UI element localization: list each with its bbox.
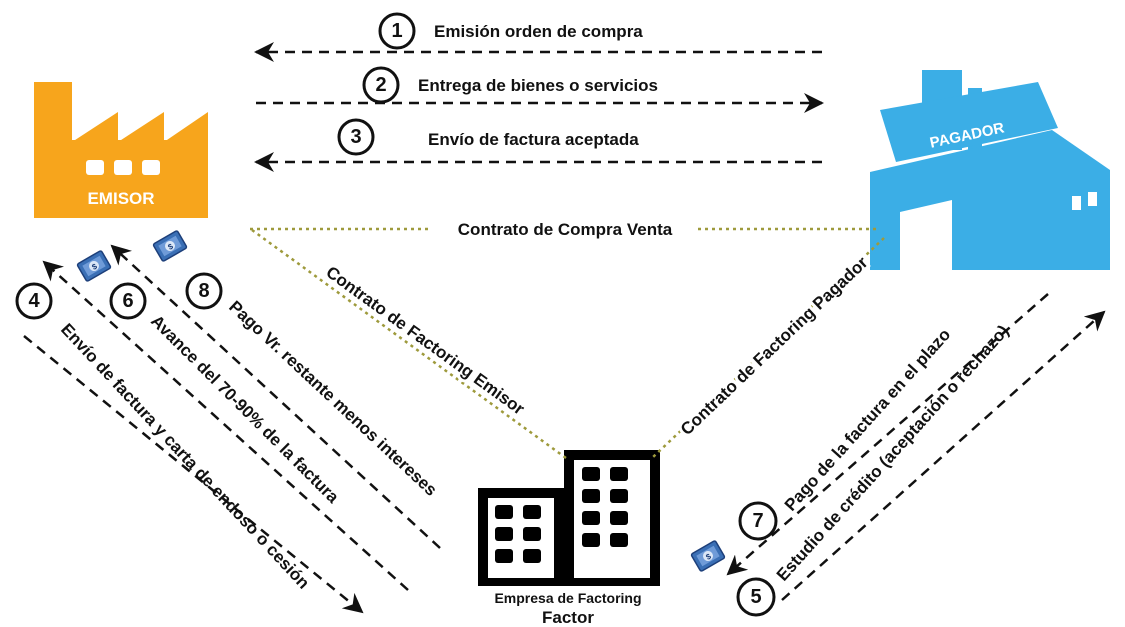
factor-company-label: Empresa de Factoring bbox=[494, 590, 641, 606]
step-8-badge: 8 bbox=[185, 272, 223, 310]
step-5-badge: 5 bbox=[736, 577, 776, 617]
step-2-label: Entrega de bienes o servicios bbox=[418, 76, 658, 95]
step-2-badge: 2 bbox=[362, 66, 400, 104]
arrow-step-8 bbox=[110, 244, 441, 549]
contract-factoring-pagador-label: Contrato de Factoring Pagador bbox=[677, 253, 872, 439]
office-building-icon bbox=[470, 450, 670, 608]
step-1-badge: 1 bbox=[378, 12, 416, 50]
svg-text:3: 3 bbox=[350, 126, 361, 148]
arrow-step-4 bbox=[23, 335, 364, 614]
svg-text:7: 7 bbox=[752, 510, 763, 532]
emisor-factory-icon: EMISOR bbox=[34, 82, 208, 218]
step-5-label: Estudio de crédito (aceptación o rechazo… bbox=[773, 321, 1013, 584]
contract-factoring-emisor-line bbox=[251, 228, 567, 460]
svg-text:1: 1 bbox=[391, 20, 402, 42]
money-bill-icon bbox=[76, 249, 112, 283]
svg-text:2: 2 bbox=[375, 74, 386, 96]
emisor-label: EMISOR bbox=[87, 189, 154, 208]
svg-text:4: 4 bbox=[28, 290, 40, 312]
step-6-label: Avance del 70-90% de la factura bbox=[147, 311, 343, 507]
step-6-badge: 6 bbox=[109, 282, 147, 320]
svg-text:8: 8 bbox=[198, 280, 209, 302]
factor-label: Factor bbox=[542, 608, 594, 627]
contract-compra-venta-label: Contrato de Compra Venta bbox=[458, 220, 673, 239]
pagador-factory-icon: PAGADOR bbox=[870, 70, 1110, 270]
step-3-badge: 3 bbox=[337, 118, 375, 156]
arrow-step-7 bbox=[726, 293, 1049, 576]
step-3-label: Envío de factura aceptada bbox=[428, 130, 639, 149]
svg-text:5: 5 bbox=[750, 586, 761, 608]
arrow-step-5 bbox=[781, 310, 1106, 601]
money-bill-icon bbox=[690, 539, 726, 573]
arrow-step-6 bbox=[42, 260, 409, 591]
step-1-label: Emisión orden de compra bbox=[434, 22, 643, 41]
svg-text:6: 6 bbox=[122, 290, 133, 312]
step-4-badge: 4 bbox=[15, 282, 53, 320]
step-7-badge: 7 bbox=[738, 501, 778, 541]
money-bill-icon bbox=[152, 229, 188, 263]
contract-factoring-emisor-label: Contrato de Factoring Emisor bbox=[322, 263, 528, 419]
contract-factoring-pagador-line bbox=[651, 237, 885, 459]
